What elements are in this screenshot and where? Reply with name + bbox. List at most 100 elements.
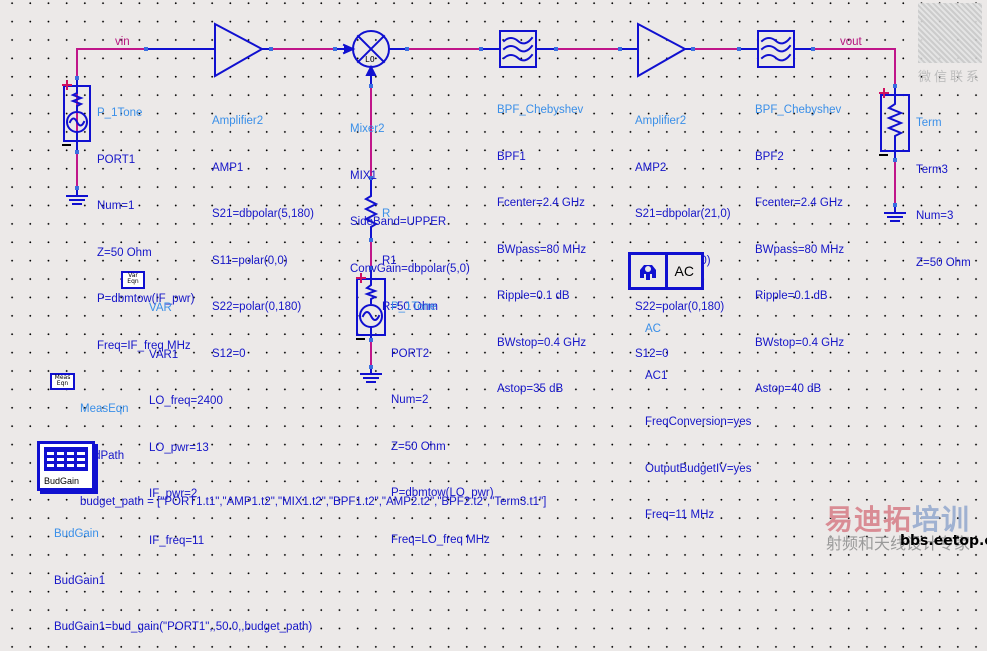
component-type: AC [645,323,661,335]
r1-label[interactable]: R R1 R=50 Ohm [382,176,438,331]
ground-icon-port1 [66,187,88,205]
param-line: LO_pwr=13 [149,441,209,454]
param-line: AMP2 [635,161,667,174]
param-line: budget_path = ["PORT1.t1","AMP1.t2","MIX… [80,496,547,508]
param-line: R=50 Ohm [382,301,438,313]
param-line: BWstop=0.4 GHz [497,336,587,349]
net-label-vout: vout [840,36,862,48]
var-eqn-icon[interactable]: Var Eqn [121,271,145,289]
url-watermark: bbs.eetop.cn [900,533,987,549]
param-line: Ripple=0.1 dB [497,290,570,302]
param-line: IF_pwr=2 [149,488,198,500]
budgain-label[interactable]: BudGain BudGain1 BudGain1=bud_gain("PORT… [54,496,312,651]
param-line: AC1 [645,369,668,382]
param-line: ConvGain=dbpolar(5,0) [350,262,470,275]
param-line: AMP1 [212,161,244,174]
param-line: BWpass=80 MHz [497,243,587,256]
param-line: Num=2 [391,394,429,406]
param-line: S21=dbpolar(5,180) [212,208,314,220]
param-line: LO_freq=2400 [149,395,223,407]
param-line: Z=50 Ohm [391,440,446,453]
plus-icon [879,88,889,98]
param-line: S22=polar(0,180) [212,301,302,313]
component-type: BPF_Chebyshev [497,104,584,116]
param-line: Freq=IF_freq MHz [97,339,191,352]
param-line: MIX1 [350,169,377,182]
param-line: OutputBudgetIV=yes [645,462,752,475]
component-type: Amplifier2 [635,115,687,127]
mixer-symbol [334,30,408,87]
param-line: Freq=11 MHz [645,509,715,521]
port2-symbol [356,267,386,341]
param-line: Num=3 [916,210,954,222]
param-line: P=dbmtow(IF_pwr) [97,293,195,305]
component-type: P_1Tone [97,107,143,119]
meas-eqn-label[interactable]: MeasEqn BudPath budget_path = ["PORT1.t1… [80,371,546,526]
param-line: SideBand=UPPER [350,216,447,228]
schematic-canvas[interactable]: LO [0,0,987,554]
pin-nodes [75,47,897,369]
mixer-lo-label: LO [365,55,375,64]
port2-label[interactable]: P_1Tone PORT2 Num=2 Z=50 Ohm P=dbmtow(LO… [391,269,494,564]
budgain-icon-caption: BudGain [44,476,80,486]
param-line: BPF2 [755,150,784,163]
param-line: PORT2 [391,347,430,360]
wire-vout [812,48,896,87]
param-line: Term3 [916,163,948,176]
bpf1-label[interactable]: BPF_Chebyshev BPF1 Fcenter=2.4 GHz BWpas… [497,72,586,413]
ac-icon-text: AC [674,263,694,279]
param-line: S11=polar(0,0) [212,254,288,267]
mix1-label[interactable]: Mixer2 MIX1 SideBand=UPPER ConvGain=dbpo… [350,91,470,293]
component-type: R [382,208,391,220]
wires [76,48,896,368]
budgain-icon[interactable]: BudGain [37,441,95,491]
param-line: S12=0 [635,347,669,360]
subtitle-watermark: 射频和天线设计专家 [826,536,971,553]
bpf2-label[interactable]: BPF_Chebyshev BPF2 Fcenter=2.4 GHz BWpas… [755,72,844,413]
r1-symbol [363,177,379,241]
component-type: P_1Tone [391,301,437,313]
param-line: BudGain1 [54,574,106,587]
param-line: S22=polar(0,180) [635,301,725,313]
param-line: IF_freq=11 [149,534,205,547]
param-line: Freq=LO_freq MHz [391,533,490,546]
param-line: FreqConversion=yes [645,416,752,428]
plus-icon [62,80,72,90]
table-grid-icon [44,447,88,471]
amp1-label[interactable]: Amplifier2 AMP1 S21=dbpolar(5,180) S11=p… [212,83,314,378]
param-line: BudPath [80,449,125,462]
param-line: Fcenter=2.4 GHz [755,197,843,209]
param-line: S21=dbpolar(21,0) [635,208,731,220]
var-label[interactable]: VAR VAR1 LO_freq=2400 LO_pwr=13 IF_pwr=2… [149,270,223,565]
term3-label[interactable]: Term Term3 Num=3 Z=50 Ohm [916,85,971,287]
param-line: PORT1 [97,153,136,166]
ac-simulation-icon[interactable]: AC [628,252,704,290]
bpf2-symbol [738,30,814,68]
brand-watermark: 易迪拓培训 [825,504,971,535]
param-line: P=dbmtow(LO_pwr) [391,487,494,499]
component-type: MeasEqn [80,403,129,415]
param-line: BPF1 [497,150,526,163]
param-line: Ripple=0.1 dB [755,290,828,302]
ac-label[interactable]: AC AC1 FreqConversion=yes OutputBudgetIV… [645,291,751,539]
param-line: Z=50 Ohm [97,246,152,259]
param-line: S12=0 [212,347,246,360]
param-line: VAR1 [149,348,179,361]
component-type: Amplifier2 [212,115,264,127]
component-type: Mixer2 [350,123,385,135]
plus-icon [356,273,366,283]
amp2-symbol [619,22,694,78]
param-line: Num=1 [97,200,135,212]
port1-label[interactable]: P_1Tone PORT1 Num=1 Z=50 Ohm P=dbmtow(IF… [97,75,194,370]
qr-code-watermark [918,3,982,63]
net-label-vin: vin [115,36,130,48]
component-type: BPF_Chebyshev [755,104,842,116]
param-line: R1 [382,254,397,267]
simulation-gear-icon [631,255,665,287]
param-line: Z=50 Ohm [916,256,971,269]
meas-eqn-icon[interactable]: Meas Eqn [50,373,75,390]
param-line: BWpass=80 MHz [755,243,845,256]
param-line: Fcenter=2.4 GHz [497,197,585,209]
wire-vin [76,48,147,153]
bpf1-symbol [480,30,557,68]
